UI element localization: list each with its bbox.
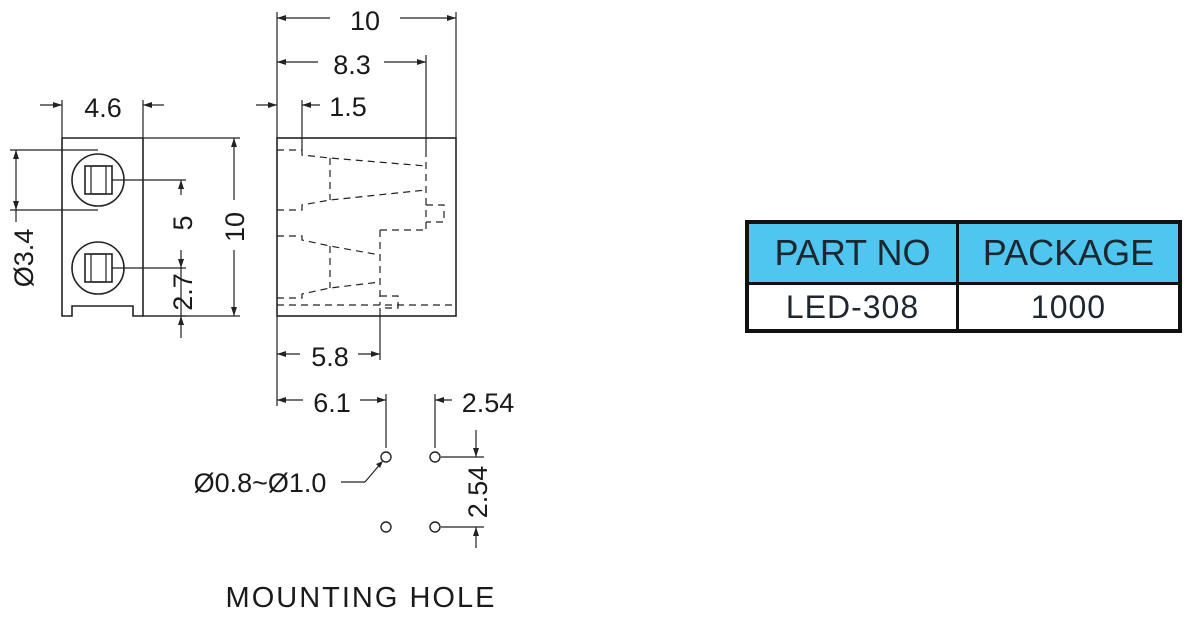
dim-width-8-3: 8.3 [333, 50, 371, 80]
dim-lens-diameter: Ø3.4 [9, 229, 39, 288]
dim-front-width: 4.6 [84, 93, 122, 123]
spec-table: PART NO PACKAGE LED-308 1000 [745, 220, 1182, 333]
mounting-hole-view: 6.1 2.54 Ø0.8~Ø1.0 2.54 MOUNTING HOLE [194, 360, 515, 614]
table-header-package: PACKAGE [959, 224, 1178, 282]
dim-pin-pitch-y: 2.54 [463, 466, 493, 519]
dim-width-1-5: 1.5 [329, 92, 367, 122]
table-header-part-no: PART NO [749, 224, 956, 282]
mounting-hole [380, 451, 392, 463]
dim-pin-offset-5-8: 5.8 [311, 342, 349, 372]
dim-bottom-offset: 2.7 [168, 273, 198, 311]
mounting-hole [429, 451, 441, 463]
table-cell-part-no: LED-308 [749, 285, 956, 329]
dim-front-height: 10 [220, 212, 250, 242]
dim-hole-diameter: Ø0.8~Ø1.0 [194, 468, 327, 498]
front-view: 4.6 Ø3.4 5 2.7 10 [9, 93, 250, 338]
dim-total-width: 10 [350, 6, 380, 36]
dim-pin-offset-6-1: 6.1 [313, 388, 351, 418]
dim-pin-pitch-x: 2.54 [462, 388, 515, 418]
mounting-hole [429, 521, 441, 533]
side-view: 10 8.3 1.5 5.8 [256, 6, 457, 372]
table-cell-package: 1000 [959, 285, 1178, 329]
dim-led-pitch: 5 [168, 215, 198, 230]
mounting-hole [380, 521, 392, 533]
mounting-hole-caption: MOUNTING HOLE [226, 582, 497, 614]
